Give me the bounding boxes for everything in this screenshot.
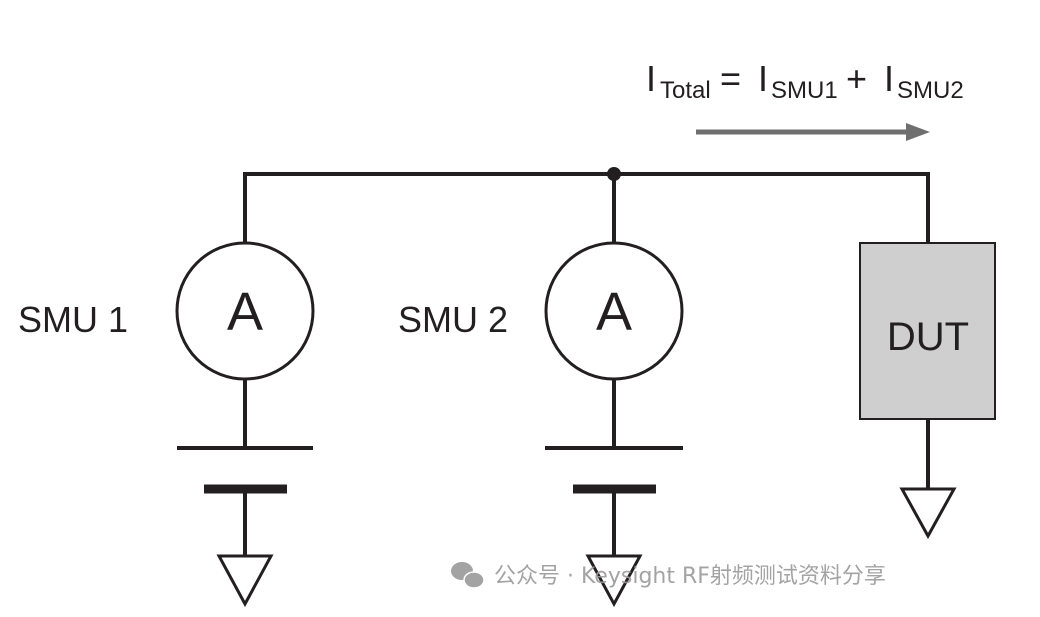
- top-bus-wire: [243, 172, 930, 243]
- smu1-ammeter-label: A: [227, 282, 263, 342]
- smu1-label: SMU 1: [18, 299, 128, 340]
- smu2-ground-icon: [585, 554, 643, 608]
- smu2-branch: A SMU 2: [398, 241, 684, 608]
- dut-label: DUT: [887, 315, 969, 359]
- dut-box: [859, 242, 996, 420]
- current-equation: I Total = I SMU1 + I SMU2: [646, 58, 964, 104]
- i-total-subscript: Total: [660, 77, 711, 104]
- smu1-branch: A SMU 1: [18, 241, 315, 608]
- current-arrow: [696, 123, 930, 141]
- dut-ground-icon: [899, 487, 957, 540]
- dut-branch: DUT: [859, 242, 996, 540]
- junction-node: [607, 167, 621, 181]
- i-smu2-subscript: SMU2: [897, 77, 964, 104]
- watermark-text: 公众号 · Keysight RF射频测试资料分享: [494, 564, 886, 589]
- i-smu2-symbol: I: [884, 58, 894, 99]
- smu2-label: SMU 2: [398, 299, 508, 340]
- i-smu1-symbol: I: [758, 58, 768, 99]
- i-smu1-subscript: SMU1: [771, 77, 838, 104]
- wires: [243, 172, 930, 243]
- arrow-head: [906, 123, 930, 141]
- wechat-icon: [451, 562, 485, 589]
- plus-sign: +: [846, 58, 867, 99]
- smu1-ground-icon: [216, 554, 274, 608]
- smu2-ammeter-label: A: [596, 282, 632, 342]
- i-total-symbol: I: [646, 58, 656, 99]
- watermark: 公众号 · Keysight RF射频测试资料分享: [451, 562, 886, 589]
- equals-sign: =: [720, 58, 741, 99]
